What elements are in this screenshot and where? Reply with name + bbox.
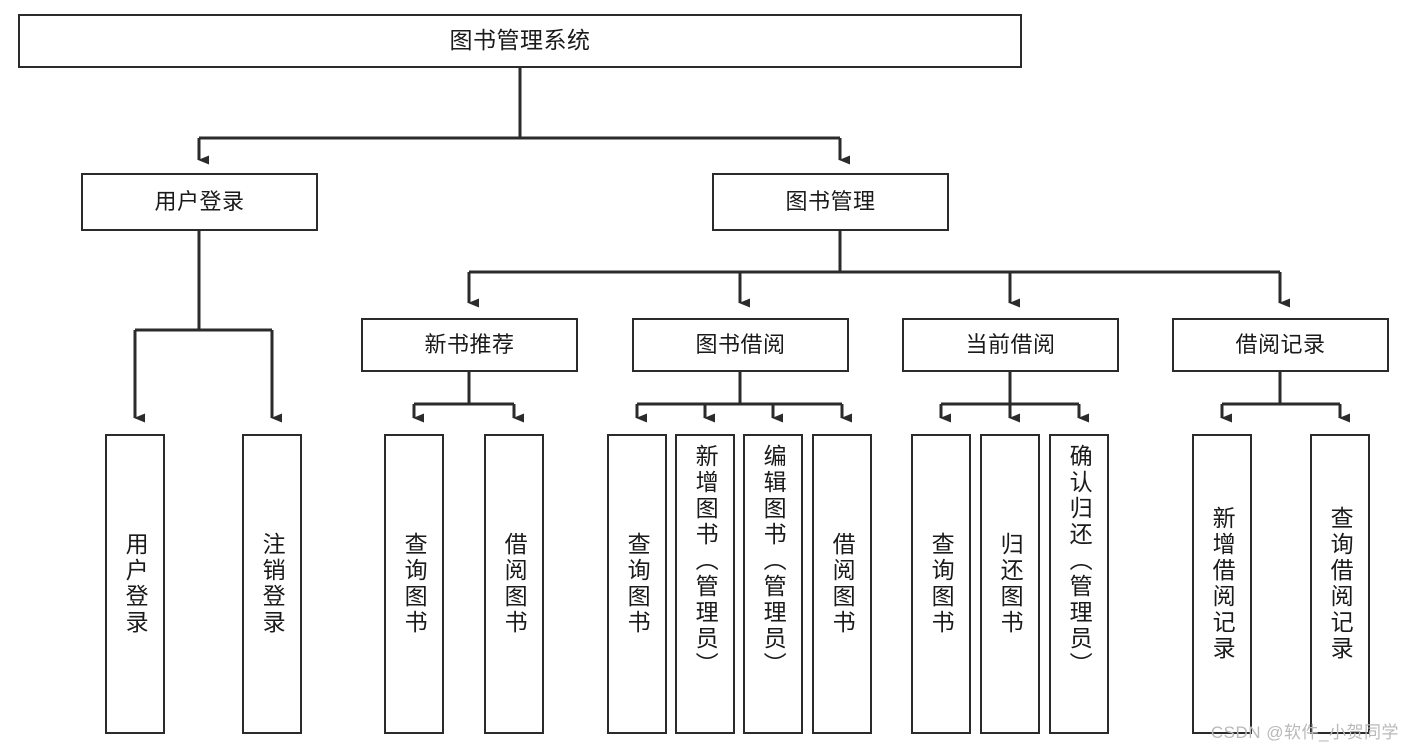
leaf-add-borrow-record[interactable]: 新增借阅记录 bbox=[1192, 434, 1252, 734]
node-borrow-record[interactable]: 借阅记录 bbox=[1172, 318, 1389, 372]
node-label: 图书管理系统 bbox=[449, 27, 591, 54]
leaf-return-book[interactable]: 归还图书 bbox=[980, 434, 1040, 734]
node-label: 新增图书（管理员） bbox=[692, 444, 719, 678]
node-label: 借阅图书 bbox=[829, 532, 856, 636]
node-label: 图书管理 bbox=[785, 189, 876, 215]
leaf-query-book-newbook[interactable]: 查询图书 bbox=[384, 434, 444, 734]
node-book-borrow[interactable]: 图书借阅 bbox=[632, 318, 849, 372]
leaf-borrow-book-newbook[interactable]: 借阅图书 bbox=[484, 434, 544, 734]
leaf-borrow-book-borrow[interactable]: 借阅图书 bbox=[812, 434, 872, 734]
node-label: 查询借阅记录 bbox=[1327, 506, 1354, 662]
node-book-management[interactable]: 图书管理 bbox=[712, 173, 949, 231]
node-label: 当前借阅 bbox=[965, 332, 1056, 358]
leaf-edit-book-admin[interactable]: 编辑图书（管理员） bbox=[743, 434, 803, 734]
leaf-logout[interactable]: 注销登录 bbox=[242, 434, 302, 734]
node-new-book-recommend[interactable]: 新书推荐 bbox=[361, 318, 578, 372]
leaf-add-book-admin[interactable]: 新增图书（管理员） bbox=[675, 434, 735, 734]
node-label: 借阅图书 bbox=[501, 532, 528, 636]
node-label: 查询图书 bbox=[401, 532, 428, 636]
leaf-query-borrow-record[interactable]: 查询借阅记录 bbox=[1310, 434, 1370, 734]
node-label: 借阅记录 bbox=[1235, 332, 1326, 358]
node-label: 用户登录 bbox=[122, 532, 149, 636]
leaf-query-book-borrow[interactable]: 查询图书 bbox=[607, 434, 667, 734]
node-user-login[interactable]: 用户登录 bbox=[81, 173, 318, 231]
node-label: 查询图书 bbox=[928, 532, 955, 636]
node-label: 注销登录 bbox=[259, 532, 286, 636]
node-label: 编辑图书（管理员） bbox=[760, 444, 787, 678]
node-label: 图书借阅 bbox=[695, 332, 786, 358]
node-label: 用户登录 bbox=[154, 189, 245, 215]
leaf-query-book-current[interactable]: 查询图书 bbox=[911, 434, 971, 734]
node-label: 确认归还（管理员） bbox=[1066, 444, 1093, 678]
node-label: 归还图书 bbox=[997, 532, 1024, 636]
node-root-system[interactable]: 图书管理系统 bbox=[18, 14, 1022, 68]
node-label: 新书推荐 bbox=[424, 332, 515, 358]
node-label: 新增借阅记录 bbox=[1209, 506, 1236, 662]
leaf-confirm-return-admin[interactable]: 确认归还（管理员） bbox=[1049, 434, 1109, 734]
node-label: 查询图书 bbox=[624, 532, 651, 636]
csdn-watermark: CSDN @软件_小贺同学 bbox=[1210, 723, 1399, 742]
leaf-user-login[interactable]: 用户登录 bbox=[105, 434, 165, 734]
node-current-borrow[interactable]: 当前借阅 bbox=[902, 318, 1119, 372]
